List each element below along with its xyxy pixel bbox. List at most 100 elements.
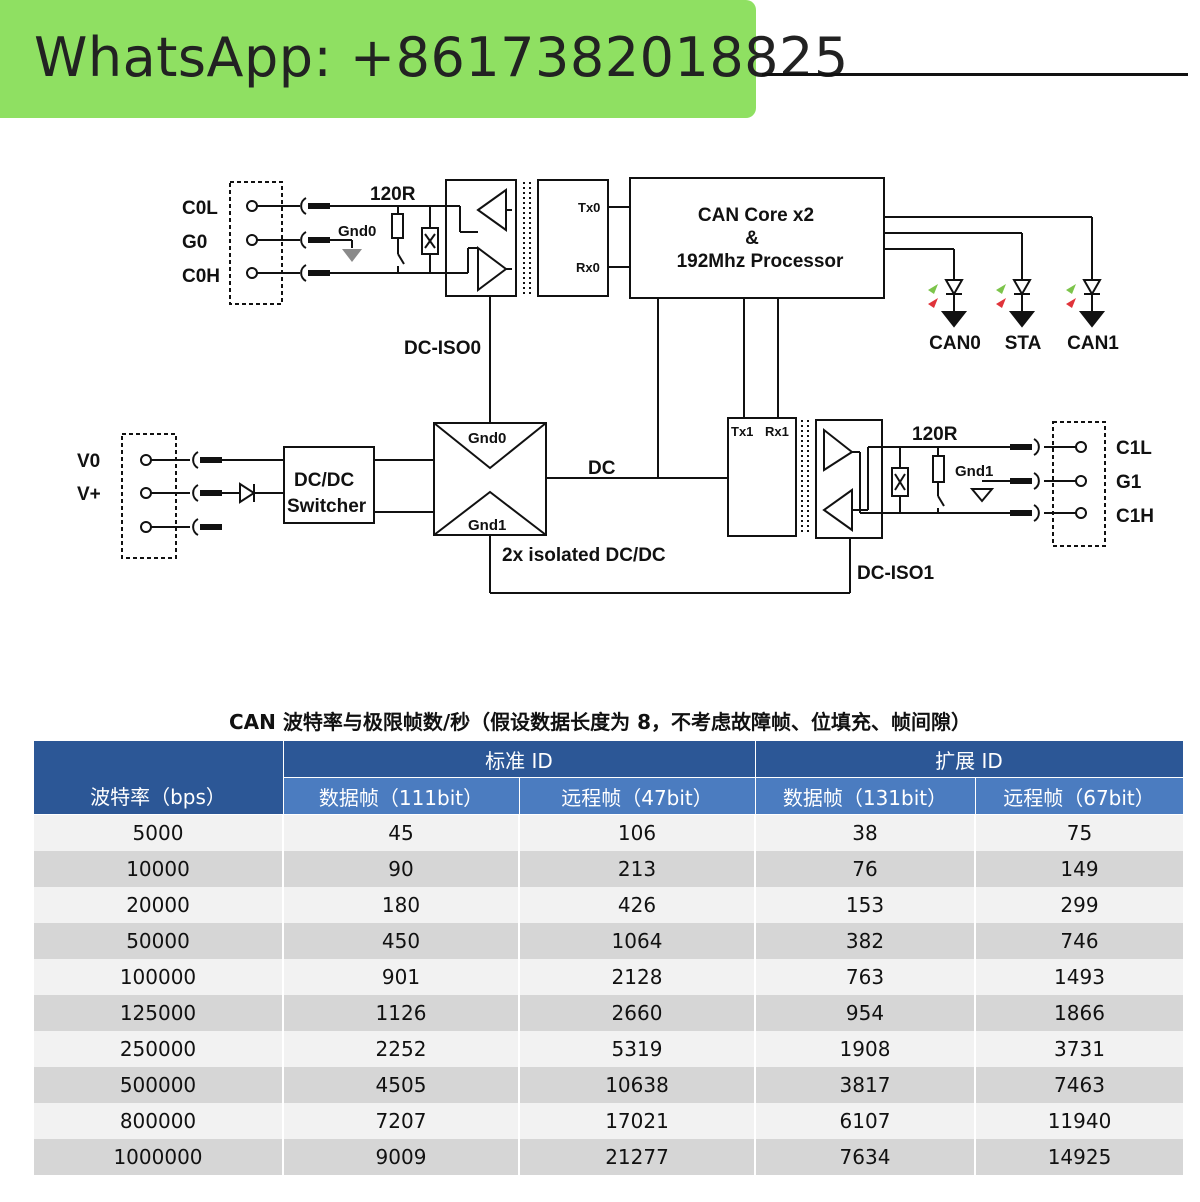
c1h-label: C1H	[1116, 506, 1154, 527]
v0-label: V0	[77, 451, 100, 472]
header-baud: 波特率（bps）	[32, 740, 284, 815]
dcdc-line1: DC/DC	[294, 470, 354, 491]
table-cell: 21277	[518, 1139, 755, 1175]
block-diagram: C0L G0 C0H 120R Gnd0 Tx0 Rx0 CAN Core x2…	[77, 177, 1154, 594]
header-extended-id: 扩展 ID	[754, 740, 1184, 778]
subheader-ext-data: 数据帧（131bit）	[754, 777, 976, 815]
power-connector-box	[121, 433, 177, 559]
dcdc-line2: Switcher	[287, 496, 367, 517]
table-cell: 17021	[518, 1103, 755, 1139]
table-cell: 180	[282, 887, 519, 923]
table-cell: 763	[754, 959, 975, 995]
table-cell: 250000	[32, 1031, 283, 1067]
resistor-label-top: 120R	[370, 184, 416, 205]
resistor-label-bottom: 120R	[912, 424, 958, 445]
table-cell: 500000	[32, 1067, 283, 1103]
led-label-sta: STA	[1005, 333, 1042, 354]
table-cell: 6107	[754, 1103, 975, 1139]
table-cell: 14925	[974, 1139, 1183, 1175]
table-cell: 76	[754, 851, 975, 887]
dc-iso1-label: DC-ISO1	[857, 563, 935, 584]
table-cell: 1126	[282, 995, 519, 1031]
processor-line2: &	[745, 228, 759, 249]
table-cell: 75	[974, 814, 1183, 851]
header-standard-id: 标准 ID	[282, 740, 756, 778]
table-cell: 2128	[518, 959, 755, 995]
table-title: CAN 波特率与极限帧数/秒（假设数据长度为 8，不考虑故障帧、位填充、帧间隙）	[228, 710, 972, 734]
table-cell: 45	[282, 814, 519, 851]
table-cell: 9009	[282, 1139, 519, 1175]
table-cell: 20000	[32, 887, 283, 923]
c0h-label: C0H	[182, 266, 220, 287]
iso-gnd0-label: Gnd0	[468, 430, 506, 447]
table-cell: 213	[518, 851, 755, 887]
gnd1-label: Gnd1	[955, 463, 993, 480]
c0l-label: C0L	[182, 198, 218, 219]
table-cell: 3817	[754, 1067, 975, 1103]
g1-label: G1	[1116, 472, 1142, 493]
table-cell: 954	[754, 995, 975, 1031]
table-cell: 7207	[282, 1103, 519, 1139]
isolated-dcdc-label: 2x isolated DC/DC	[502, 545, 666, 566]
g0-label: G0	[182, 232, 207, 253]
table-cell: 10638	[518, 1067, 755, 1103]
table-cell: 7634	[754, 1139, 975, 1175]
table-cell: 1493	[974, 959, 1183, 995]
table-cell: 3731	[974, 1031, 1183, 1067]
whatsapp-banner: WhatsApp: +8617382018825	[0, 0, 848, 118]
table-cell: 746	[974, 923, 1183, 959]
subheader-std-data: 数据帧（111bit）	[282, 777, 520, 815]
table-cell: 5000	[32, 814, 283, 851]
table-cell: 1908	[754, 1031, 975, 1067]
banner-rule	[762, 73, 1188, 76]
table-cell: 100000	[32, 959, 283, 995]
dc-iso0-label: DC-ISO0	[404, 338, 481, 359]
led-can0	[940, 279, 968, 328]
led-label-can0: CAN0	[929, 333, 981, 354]
led-sta	[1008, 279, 1036, 328]
table-cell: 38	[754, 814, 975, 851]
table-cell: 10000	[32, 851, 283, 887]
table-cell: 5319	[518, 1031, 755, 1067]
processor-line1: CAN Core x2	[698, 205, 814, 226]
table-cell: 2252	[282, 1031, 519, 1067]
dc-label: DC	[588, 458, 616, 479]
table-cell: 11940	[974, 1103, 1183, 1139]
table-cell: 153	[754, 887, 975, 923]
table-cell: 4505	[282, 1067, 519, 1103]
left-connector-box	[229, 181, 283, 305]
c1l-label: C1L	[1116, 438, 1152, 459]
led-arrows	[928, 284, 1076, 308]
table-cell: 1000000	[32, 1139, 283, 1175]
vplus-label: V+	[77, 484, 101, 505]
tx1-label: Tx1	[731, 424, 753, 439]
table-cell: 90	[282, 851, 519, 887]
table-cell: 450	[282, 923, 519, 959]
gnd0-label: Gnd0	[338, 223, 376, 240]
right-connector-box	[1052, 421, 1106, 547]
processor-line3: 192Mhz Processor	[677, 251, 844, 272]
subheader-std-remote: 远程帧（47bit）	[518, 777, 756, 815]
table-cell: 50000	[32, 923, 283, 959]
gnd0-symbol	[342, 249, 362, 262]
subheader-ext-remote: 远程帧（67bit）	[974, 777, 1184, 815]
table-cell: 299	[974, 887, 1183, 923]
iso-gnd1-label: Gnd1	[468, 517, 506, 534]
table-cell: 382	[754, 923, 975, 959]
rx1-label: Rx1	[765, 424, 789, 439]
table-cell: 1866	[974, 995, 1183, 1031]
table-cell: 125000	[32, 995, 283, 1031]
table-cell: 901	[282, 959, 519, 995]
table-cell: 2660	[518, 995, 755, 1031]
led-label-can1: CAN1	[1067, 333, 1119, 354]
table-cell: 426	[518, 887, 755, 923]
tx0-label: Tx0	[578, 200, 600, 215]
